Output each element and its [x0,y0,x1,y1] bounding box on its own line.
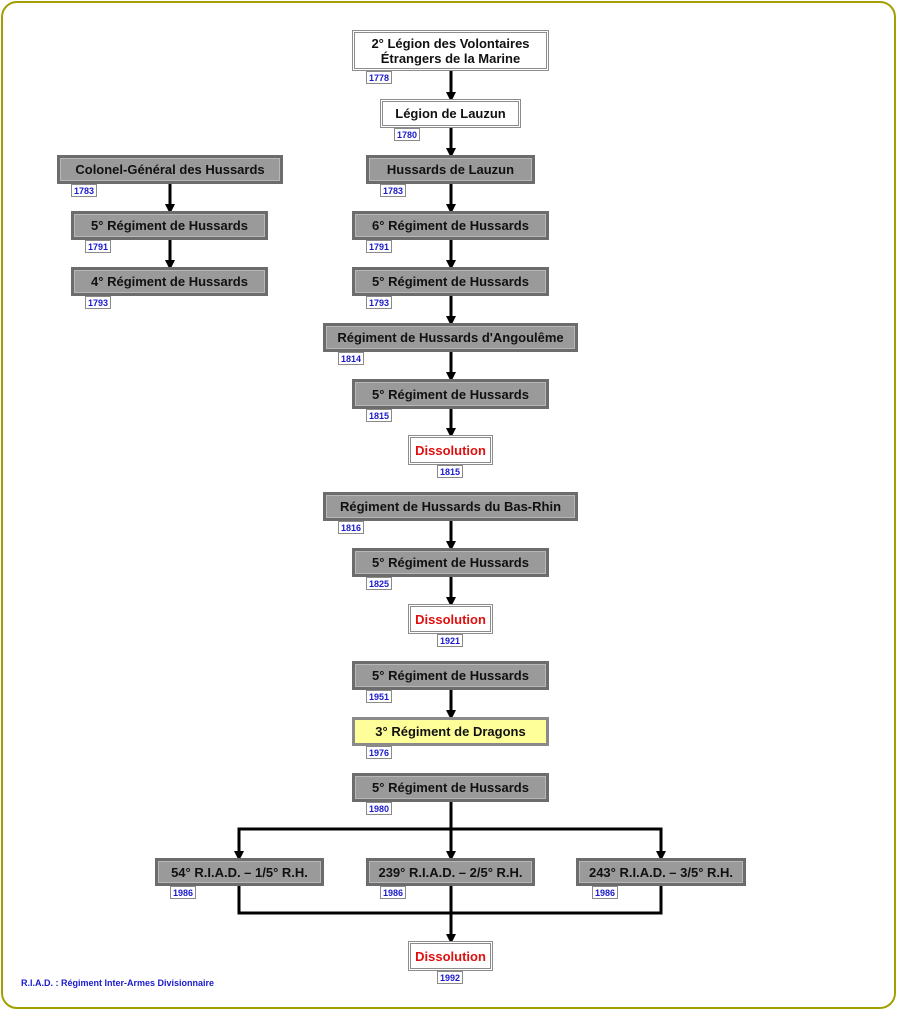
node-dissolution-1992: Dissolution [408,941,493,971]
node-5e-regiment-hussards-1980: 5° Régiment de Hussards [352,773,549,802]
node-legion-volontaires-etrangers: 2° Légion des Volontaires Étrangers de l… [352,30,549,71]
node-239-riad: 239° R.I.A.D. – 2/5° R.H. [366,858,535,886]
year-badge: 1793 [85,296,111,309]
node-5e-regiment-hussards-1815: 5° Régiment de Hussards [352,379,549,409]
node-colonel-general-hussards: Colonel-Général des Hussards [57,155,283,184]
node-243-riad: 243° R.I.A.D. – 3/5° R.H. [576,858,746,886]
node-dissolution-1921: Dissolution [408,604,493,634]
legend-riad: R.I.A.D. : Régiment Inter-Armes Division… [21,978,215,988]
edge-n17-n18 [451,886,663,915]
year-badge: 1986 [170,886,196,899]
year-badge: 1976 [366,746,392,759]
year-badge: 1791 [366,240,392,253]
year-badge: 1921 [437,634,463,647]
node-5e-regiment-hussards-1825: 5° Régiment de Hussards [352,548,549,577]
node-6e-regiment-hussards: 6° Régiment de Hussards [352,211,549,240]
edge-n14-n15 [234,827,451,861]
edge-n14-n17 [451,827,666,861]
year-badge: 1815 [437,465,463,478]
year-badge: 1816 [338,521,364,534]
node-hussards-de-lauzun: Hussards de Lauzun [366,155,535,184]
year-badge: 1986 [592,886,618,899]
node-legion-de-lauzun: Légion de Lauzun [380,99,521,128]
year-badge: 1778 [366,71,392,84]
node-4e-regiment-hussards: 4° Régiment de Hussards [71,267,268,296]
year-badge: 1980 [366,802,392,815]
node-hussards-angouleme: Régiment de Hussards d'Angoulême [323,323,578,352]
year-badge: 1825 [366,577,392,590]
node-hussards-bas-rhin: Régiment de Hussards du Bas-Rhin [323,492,578,521]
year-badge: 1791 [85,240,111,253]
year-badge: 1793 [366,296,392,309]
node-5e-regiment-hussards-1793: 5° Régiment de Hussards [352,267,549,296]
year-badge: 1814 [338,352,364,365]
year-badge: 1815 [366,409,392,422]
year-badge: 1780 [394,128,420,141]
node-54-riad: 54° R.I.A.D. – 1/5° R.H. [155,858,324,886]
year-badge: 1783 [71,184,97,197]
node-5e-regiment-hussards-1951: 5° Régiment de Hussards [352,661,549,690]
node-3e-regiment-dragons: 3° Régiment de Dragons [352,717,549,746]
edge-n15-n18 [237,886,451,915]
year-badge: 1951 [366,690,392,703]
node-dissolution-1815: Dissolution [408,435,493,465]
year-badge: 1992 [437,971,463,984]
year-badge: 1986 [380,886,406,899]
node-5e-regiment-hussards-1791: 5° Régiment de Hussards [71,211,268,240]
year-badge: 1783 [380,184,406,197]
